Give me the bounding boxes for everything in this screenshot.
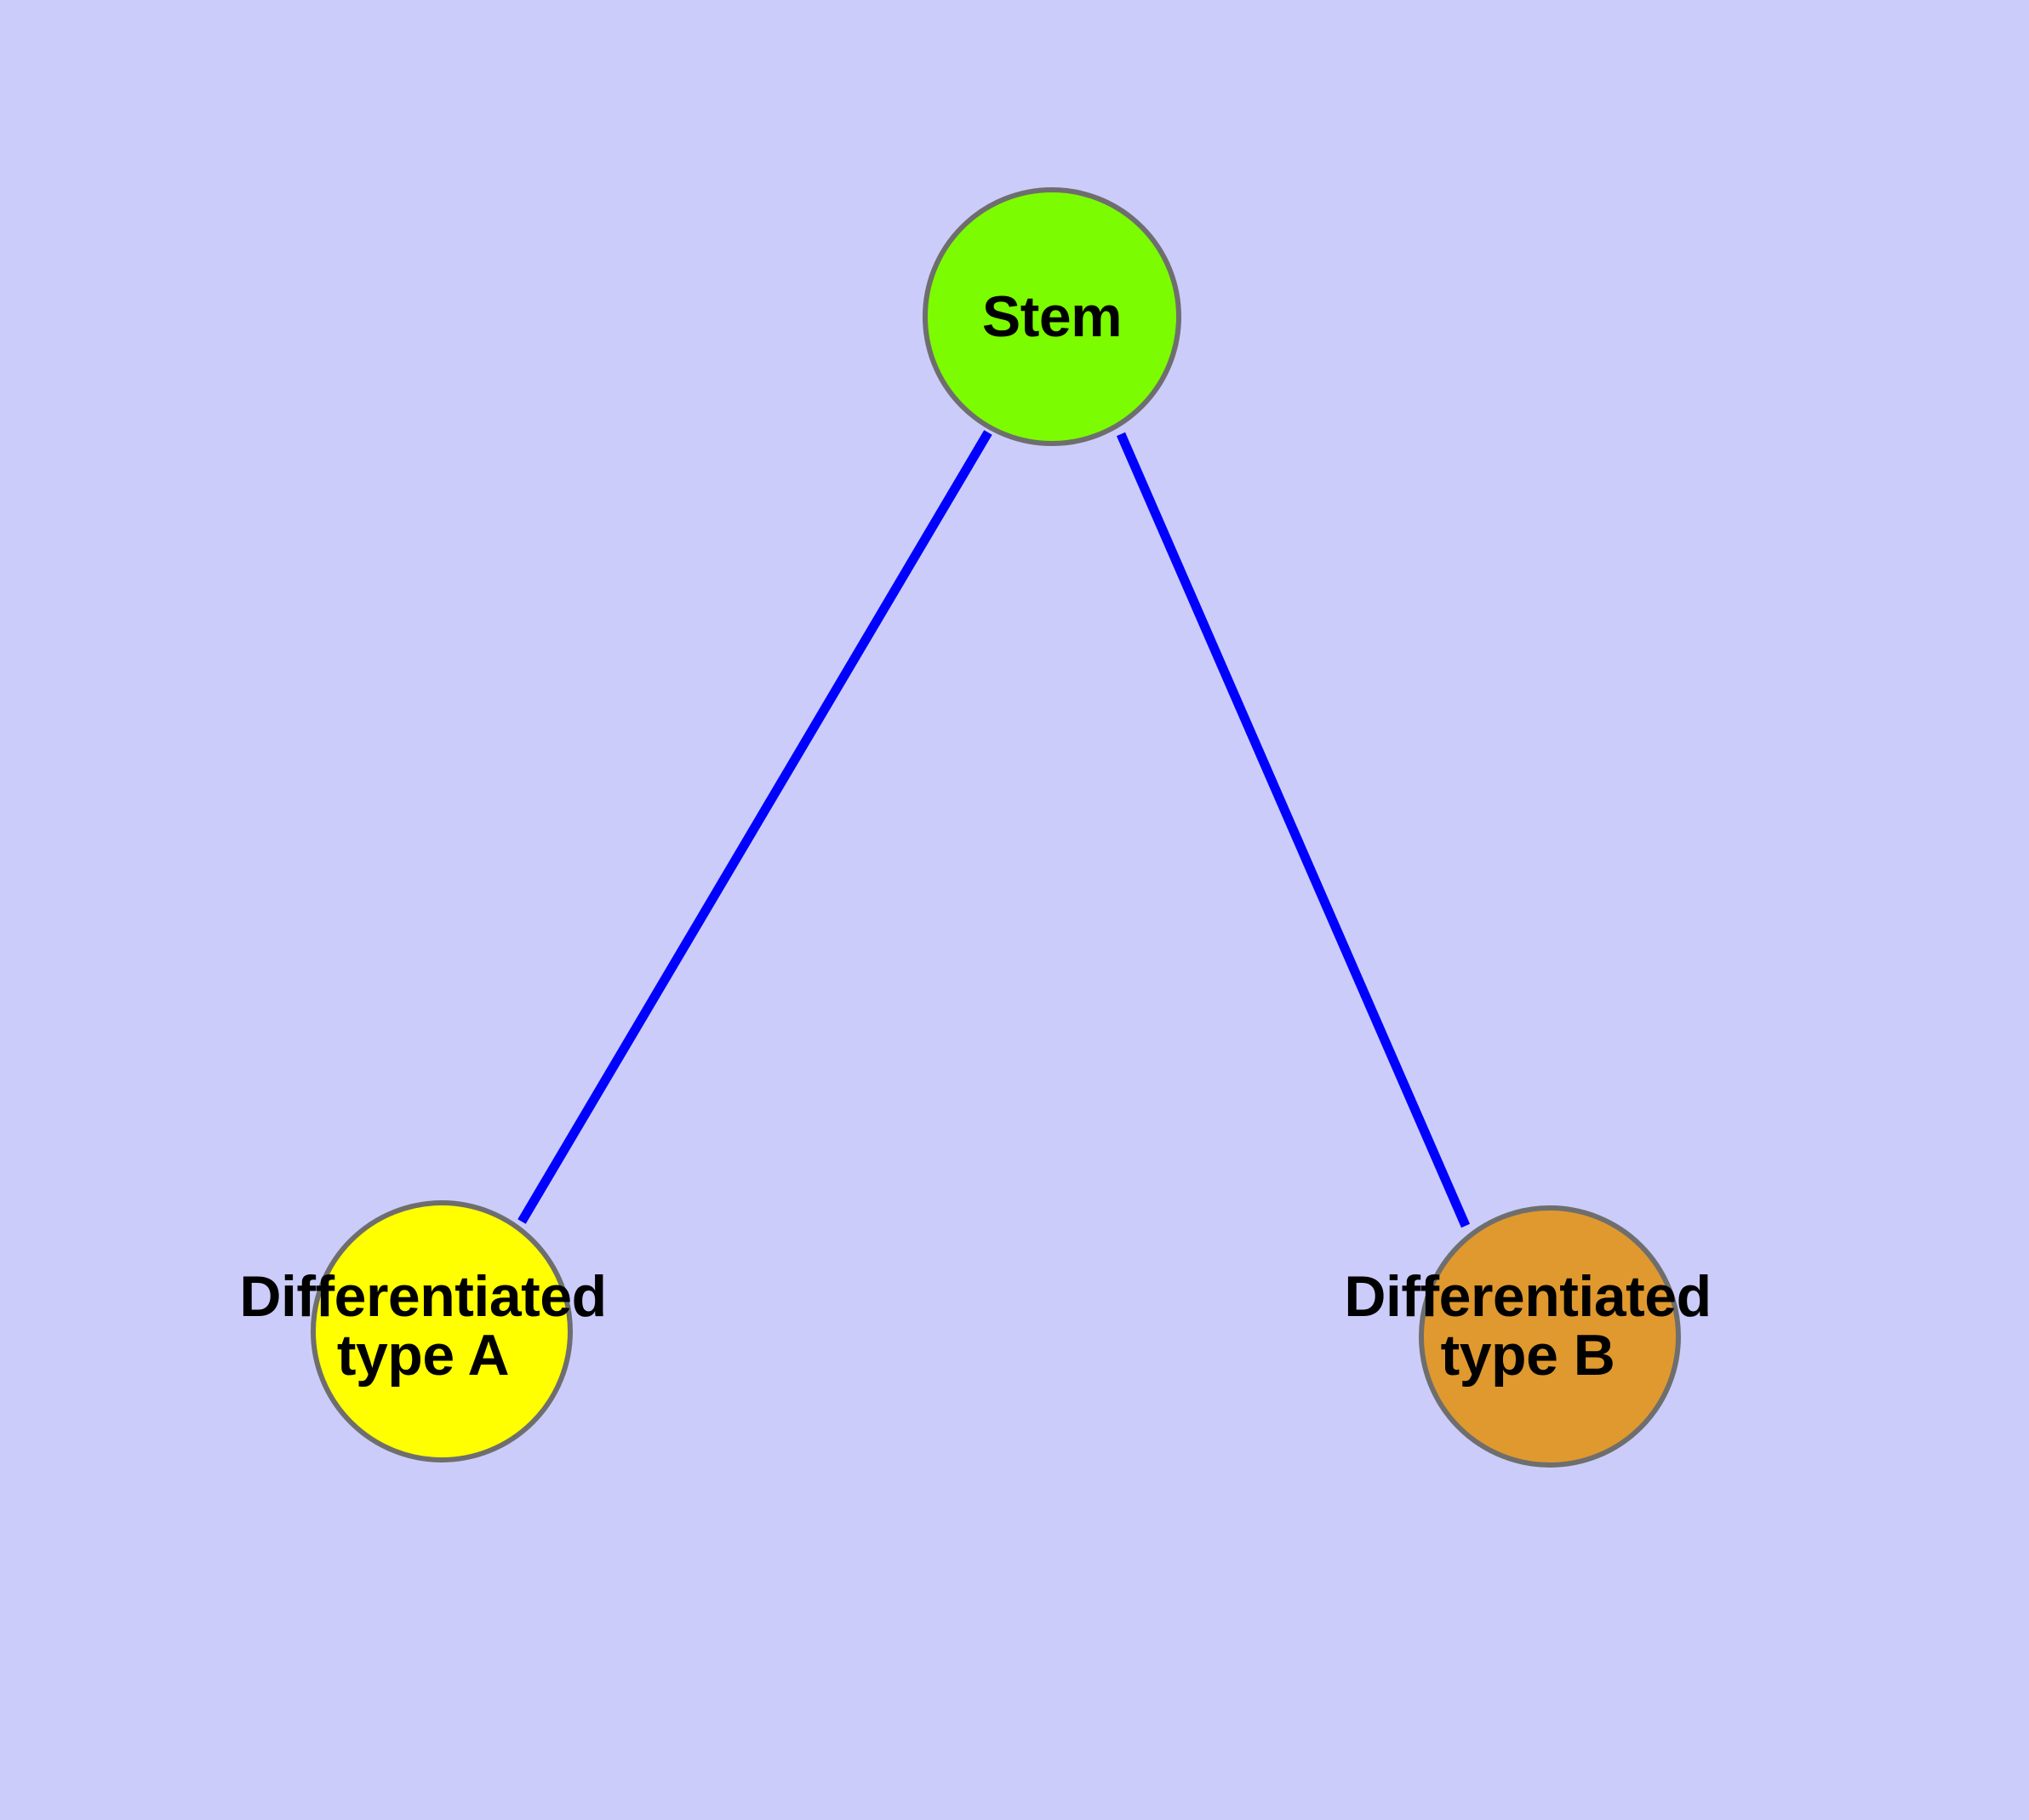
graph-node-stem[interactable] [923,187,1181,446]
graph-edge-stem-to-diff-a[interactable] [517,430,992,1224]
node-layer [311,187,1681,1468]
graph-node-diff-a[interactable] [311,1200,573,1462]
graph-edge-stem-to-diff-b[interactable] [1116,432,1471,1228]
graph-node-diff-b[interactable] [1419,1205,1681,1468]
edge-layer [517,430,1471,1228]
